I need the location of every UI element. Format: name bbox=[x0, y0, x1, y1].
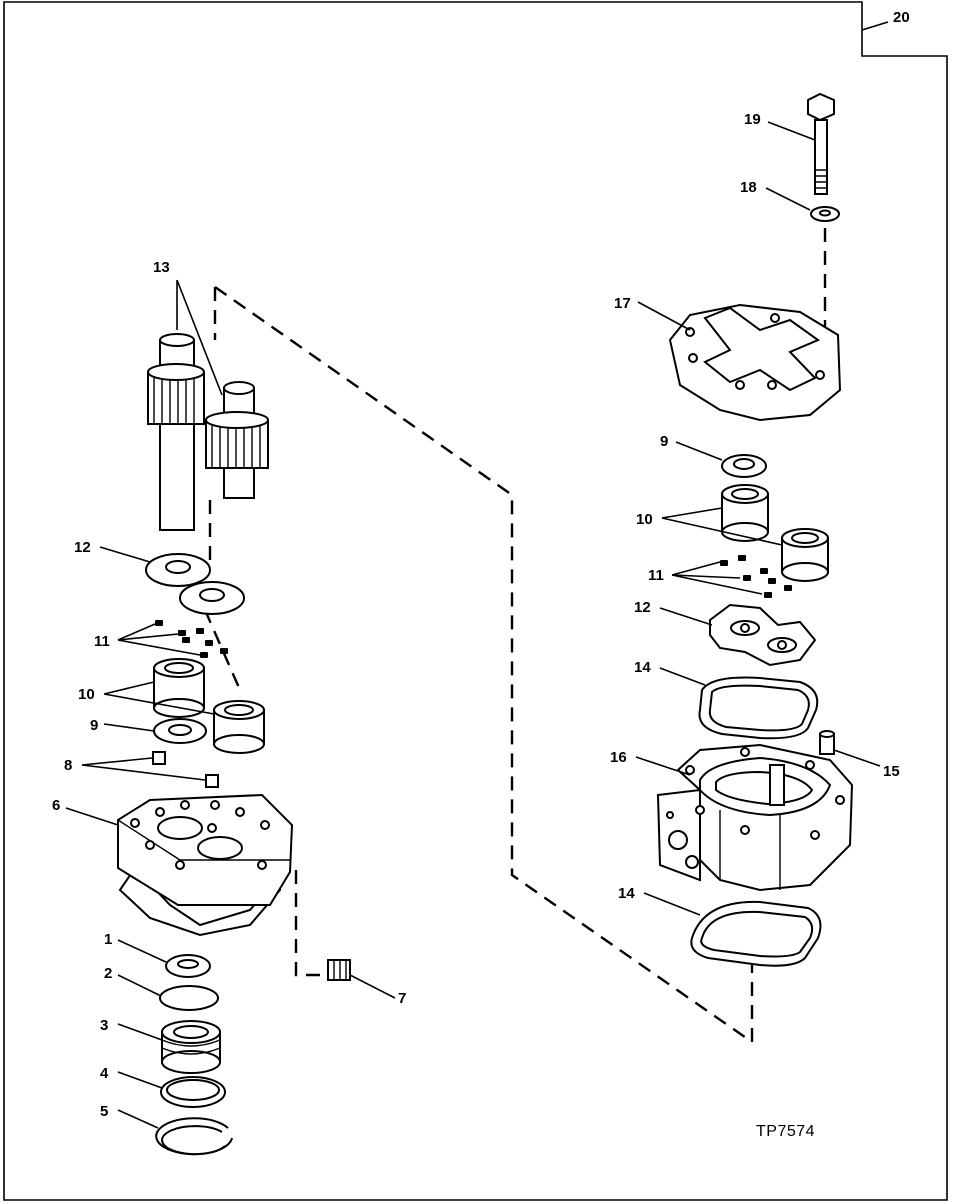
callout-13: 13 bbox=[153, 259, 170, 276]
wear-plate-left bbox=[145, 553, 245, 615]
dowel-pin bbox=[819, 730, 835, 755]
seal-1 bbox=[165, 954, 211, 978]
page-frame bbox=[3, 1, 948, 1201]
callout-8: 8 bbox=[64, 757, 72, 774]
pump-cover bbox=[668, 303, 842, 422]
callout-2: 2 bbox=[104, 965, 112, 982]
needle-bearing-left-1 bbox=[153, 658, 205, 718]
callout-19: 19 bbox=[744, 111, 761, 128]
callout-6: 6 bbox=[52, 797, 60, 814]
callout-15: 15 bbox=[883, 763, 900, 780]
callout-1: 1 bbox=[104, 931, 112, 948]
spring-seal-3 bbox=[161, 1020, 221, 1074]
callout-11-right: 11 bbox=[648, 567, 664, 584]
figure-code: TP7574 bbox=[756, 1123, 815, 1140]
callout-7: 7 bbox=[398, 990, 406, 1007]
o-ring-2 bbox=[159, 985, 219, 1011]
callout-12-left: 12 bbox=[74, 539, 91, 556]
cap-screw bbox=[807, 92, 835, 195]
pipe-plug bbox=[327, 959, 351, 981]
callout-9-left: 9 bbox=[90, 717, 98, 734]
gear-housing bbox=[656, 743, 854, 892]
ring-4 bbox=[160, 1076, 226, 1108]
callout-11-left: 11 bbox=[94, 633, 110, 650]
callout-14-top: 14 bbox=[634, 659, 651, 676]
needle-bearing-left-2 bbox=[213, 700, 265, 754]
small-seals-left bbox=[155, 620, 228, 658]
assembly-path-line bbox=[214, 286, 754, 1045]
callout-9-right: 9 bbox=[660, 433, 668, 450]
callout-10-right: 10 bbox=[636, 511, 653, 528]
callout-4: 4 bbox=[100, 1065, 109, 1082]
small-seals-right bbox=[720, 555, 792, 598]
callout-14-bottom: 14 bbox=[618, 885, 635, 902]
snap-ring-5 bbox=[155, 1117, 233, 1156]
gear-shaft-long bbox=[147, 333, 205, 531]
gasket-top bbox=[698, 676, 819, 740]
callout-12-right: 12 bbox=[634, 599, 651, 616]
gear-shaft-short bbox=[205, 381, 269, 499]
callout-3: 3 bbox=[100, 1017, 108, 1034]
needle-bearing-right-2 bbox=[781, 528, 829, 582]
gasket-bottom bbox=[690, 900, 822, 967]
callout-20: 20 bbox=[893, 9, 910, 26]
wear-plate-right bbox=[709, 603, 817, 667]
callout-18: 18 bbox=[740, 179, 757, 196]
callout-16: 16 bbox=[610, 749, 627, 766]
callout-17: 17 bbox=[614, 295, 631, 312]
callout-5: 5 bbox=[100, 1103, 108, 1120]
callout-10-left: 10 bbox=[78, 686, 95, 703]
mounting-flange bbox=[117, 793, 294, 937]
needle-bearing-right-1 bbox=[721, 484, 769, 542]
plugs bbox=[152, 751, 219, 788]
